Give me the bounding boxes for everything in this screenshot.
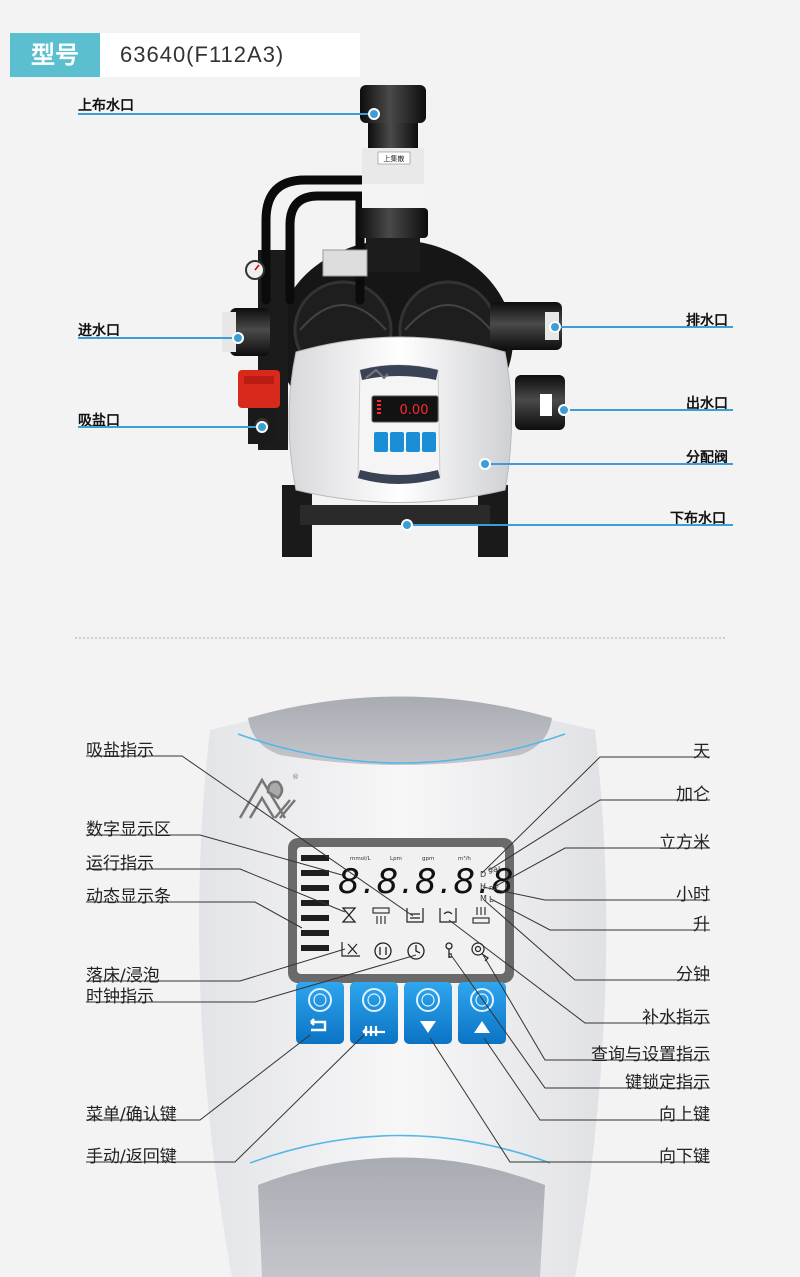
leader-lines bbox=[86, 755, 710, 1163]
callout-water-inlet: 进水口 bbox=[78, 323, 120, 339]
label-digital-display: 数字显示区 bbox=[86, 820, 171, 840]
lcd-digits: 8.8.8.8.8 bbox=[338, 862, 516, 902]
label-cubic-meter: 立方米 bbox=[659, 833, 710, 853]
up-triangle-icon bbox=[474, 1021, 490, 1033]
callout-water-outlet: 出水口 bbox=[686, 396, 728, 412]
callout-dot bbox=[401, 519, 413, 531]
label-menu-confirm-key: 菜单/确认键 bbox=[86, 1105, 177, 1125]
label-liter: 升 bbox=[693, 915, 710, 935]
callout-dot bbox=[256, 421, 268, 433]
callout-dot bbox=[558, 404, 570, 416]
callout-brine-inlet: 吸盐口 bbox=[78, 413, 120, 429]
callout-line bbox=[556, 326, 733, 328]
label-minute: 分钟 bbox=[676, 965, 710, 985]
callout-dot bbox=[549, 321, 561, 333]
callout-dot bbox=[479, 458, 491, 470]
device-display-digits: 0.00 bbox=[400, 403, 429, 418]
label-refill-indicator: 补水指示 bbox=[642, 1008, 710, 1028]
enter-arrow-icon bbox=[310, 1018, 327, 1032]
label-query-setting-indicator: 查询与设置指示 bbox=[591, 1045, 710, 1065]
callout-bottom-inlet: 下布水口 bbox=[670, 511, 726, 527]
panel-top-cap bbox=[248, 696, 552, 765]
model-value: 63640(F112A3) bbox=[120, 42, 285, 67]
control-panel-diagram: ® mmol/L Lpm gpm m³/h 8.8.8.8.8 D gal H … bbox=[86, 696, 710, 1277]
unit-label: mmol/L bbox=[350, 856, 371, 862]
lcd-screen bbox=[297, 847, 505, 974]
panel-bottom-cap bbox=[258, 1157, 545, 1277]
manual-icon bbox=[362, 1026, 385, 1036]
drain-pipe bbox=[490, 302, 562, 350]
menu-confirm-button[interactable] bbox=[296, 982, 344, 1044]
down-triangle-icon bbox=[420, 1021, 436, 1033]
callout-line bbox=[486, 463, 733, 465]
pressure-gauge bbox=[245, 260, 265, 280]
callout-dot bbox=[368, 108, 380, 120]
callout-top-inlet: 上布水口 bbox=[78, 98, 134, 114]
label-running-indicator: 运行指示 bbox=[86, 854, 154, 874]
dynamic-bars bbox=[301, 855, 329, 951]
label-up-key: 向上键 bbox=[659, 1105, 710, 1125]
down-button[interactable] bbox=[404, 982, 452, 1044]
callout-line bbox=[565, 409, 733, 411]
key-lock-icon bbox=[445, 942, 453, 958]
inlet-pipe bbox=[222, 308, 270, 356]
callout-line bbox=[408, 524, 733, 526]
outlet-pipe bbox=[515, 375, 565, 430]
label-gallon: 加仑 bbox=[676, 785, 710, 805]
clock-icon bbox=[407, 942, 425, 960]
callout-distribution-valve: 分配阀 bbox=[686, 450, 728, 466]
rinse-icon bbox=[472, 907, 490, 924]
valve-illustration: 上集散 0.00 bbox=[222, 85, 565, 557]
label-clock-indicator: 时钟指示 bbox=[86, 987, 154, 1007]
label-settle-soak: 落床/浸泡 bbox=[86, 966, 160, 986]
callout-line bbox=[78, 426, 262, 428]
callout-line bbox=[78, 113, 375, 115]
top-pipe-label: 上集散 bbox=[384, 154, 405, 163]
callout-line bbox=[78, 337, 238, 339]
label-brine-indicator: 吸盐指示 bbox=[86, 741, 154, 761]
callout-dot bbox=[232, 332, 244, 344]
side-unit: m³ bbox=[489, 884, 499, 892]
label-key-lock-indicator: 键锁定指示 bbox=[625, 1073, 710, 1093]
brine-valve bbox=[238, 370, 280, 444]
model-tag: 型号 bbox=[10, 33, 100, 77]
unit-label: Lpm bbox=[390, 856, 402, 862]
section-divider bbox=[75, 637, 725, 639]
controller-cover: 0.00 bbox=[288, 336, 512, 503]
up-button[interactable] bbox=[458, 982, 506, 1044]
side-unit: H bbox=[480, 882, 486, 891]
label-dynamic-bar: 动态显示条 bbox=[86, 887, 171, 907]
label-down-key: 向下键 bbox=[659, 1147, 710, 1167]
side-unit: gal bbox=[488, 865, 500, 874]
side-unit: M bbox=[480, 894, 487, 903]
pause-icon bbox=[374, 942, 392, 960]
device-buttons bbox=[374, 432, 436, 452]
brand-logo-icon bbox=[238, 777, 296, 819]
manual-return-button[interactable] bbox=[350, 982, 398, 1044]
unit-label: m³/h bbox=[458, 855, 471, 862]
label-manual-return-key: 手动/返回键 bbox=[86, 1147, 177, 1167]
regen-icon bbox=[372, 907, 390, 924]
settle-soak-icon bbox=[341, 942, 360, 957]
unit-label: gpm bbox=[422, 856, 434, 862]
svg-text:®: ® bbox=[292, 773, 299, 781]
refill-tank-icon bbox=[439, 908, 457, 923]
callout-drain: 排水口 bbox=[686, 313, 728, 329]
hourglass-icon bbox=[341, 907, 357, 923]
valve-legs bbox=[282, 485, 508, 557]
side-unit: D bbox=[480, 870, 486, 879]
label-day: 天 bbox=[693, 742, 710, 762]
brine-tank-icon bbox=[406, 908, 424, 923]
label-hour: 小时 bbox=[676, 885, 710, 905]
